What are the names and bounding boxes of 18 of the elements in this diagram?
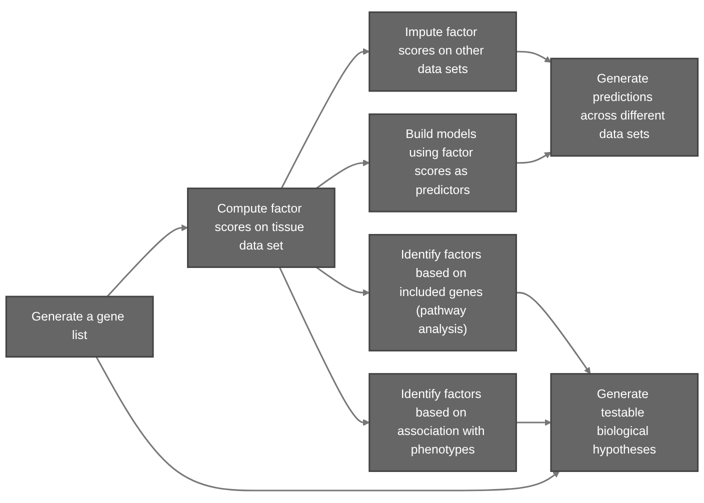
arrow (516, 419, 552, 426)
arrow (96, 356, 560, 492)
arrow (106, 224, 188, 298)
node-box: Identify factors based on included genes (pathway analysis) (368, 234, 517, 352)
arrow (316, 266, 370, 296)
node-box: Generate testable biological hypotheses (550, 373, 699, 472)
node-box: Build models using factor scores as predictors (368, 114, 517, 212)
node-box: Identify factors based on association with phenotypes (368, 373, 517, 472)
arrow (516, 292, 591, 374)
arrow (516, 50, 552, 63)
node-box: Generate predictions across different data sets (550, 58, 699, 157)
node-box: Compute factor scores on tissue data set (187, 188, 336, 268)
node-box: Impute factor scores on other data sets (368, 12, 517, 92)
arrow (278, 267, 370, 426)
arrow (280, 48, 370, 189)
arrow (516, 152, 552, 164)
node-box: Generate a gene list (5, 296, 154, 358)
arrow (316, 160, 370, 190)
